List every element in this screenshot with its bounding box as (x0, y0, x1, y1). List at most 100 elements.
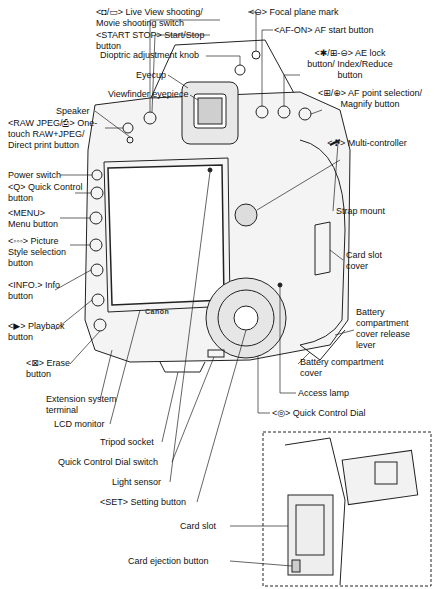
part-label: <SET> Setting button (100, 497, 200, 508)
leader-line (110, 310, 140, 424)
leader-line (284, 75, 300, 106)
af-point-button (299, 108, 311, 120)
part-label: <MENU> Menu button (8, 208, 68, 230)
grip-edge (285, 438, 345, 585)
af-on-button (256, 106, 268, 118)
leader-line (190, 95, 198, 100)
playback-button (92, 294, 104, 306)
leader-line (257, 160, 340, 210)
part-label: <AF-ON> AF start button (274, 25, 404, 36)
leader-line (95, 111, 130, 137)
card-slot-opening (288, 495, 333, 575)
dial-switch (208, 350, 224, 357)
leader-line (280, 287, 296, 393)
part-label: <START STOP> Start/Stop button (96, 30, 216, 52)
part-label: <⊖> Focal plane mark (249, 7, 369, 18)
part-label: <INFO.> Info button (8, 280, 63, 302)
leader-line (162, 372, 178, 442)
part-label: Speaker (56, 106, 101, 117)
leader-line (230, 561, 292, 566)
leader-line (70, 331, 100, 364)
part-label: Access lamp (298, 388, 368, 399)
card-slot-cover (315, 222, 330, 275)
part-label: Power switch (8, 170, 68, 181)
leader-line (230, 526, 288, 527)
part-label: <◎> Quick Control Dial (272, 408, 402, 419)
quick-control-dial (206, 278, 286, 358)
part-label: <◘/▭> Live View shooting/ Movie shooting… (96, 7, 226, 29)
leader-line (105, 128, 123, 129)
power-switch (92, 170, 102, 180)
leader-line (170, 172, 210, 482)
leader-line (75, 193, 91, 194)
eyecup (182, 82, 238, 144)
part-label: Battery compartment cover release lever (356, 307, 431, 351)
lcd-frame (104, 158, 230, 312)
light-sensor (208, 168, 212, 172)
menu-button (90, 212, 102, 224)
part-label: Extension system terminal (46, 394, 121, 416)
part-label: <✣> Multi-controller (327, 138, 407, 149)
dioptric-knob (235, 65, 245, 75)
leader-lines (55, 12, 354, 566)
erase-button (94, 319, 106, 331)
part-label: Battery compartment cover (300, 357, 400, 379)
part-label: LCD monitor (54, 419, 124, 430)
part-label: Quick Control Dial switch (58, 457, 178, 468)
part-label: Light sensor (112, 477, 177, 488)
tripod-area (160, 362, 205, 372)
leader-line (55, 270, 91, 290)
camera-body (85, 40, 350, 372)
inset-frame (263, 432, 431, 586)
part-label: <▶> Playback button (8, 321, 68, 343)
leader-line (262, 30, 273, 106)
part-label: <Q> Quick Control button (8, 182, 88, 204)
brand-logo: Canon (145, 306, 185, 317)
cover-icon (375, 462, 397, 484)
ae-lock-button (278, 106, 290, 118)
raw-jpeg-button (123, 123, 133, 133)
viewfinder-glass (198, 98, 222, 124)
live-view-switch (144, 112, 156, 124)
part-label: Viewfinder eyepiece (108, 89, 198, 100)
part-label: <⊠> Erase button (26, 358, 81, 380)
part-label: <✱/⊞-⊖> AE lock button/ Index/Reduce but… (300, 48, 400, 81)
leader-line (330, 250, 343, 260)
part-label: Strap mount (336, 206, 406, 217)
part-label: Card slot cover (346, 250, 396, 272)
part-label: <◦◦◦> Picture Style selection button (8, 236, 80, 269)
part-label: Card slot (180, 521, 230, 532)
leader-line (258, 356, 270, 413)
card-slot-interior (296, 505, 324, 555)
leader-line (60, 218, 90, 219)
lcd-screen (108, 165, 224, 305)
info-button (91, 264, 103, 276)
card-slot-inset (263, 432, 431, 586)
leader-line (168, 75, 188, 88)
access-lamp (278, 283, 282, 287)
leader-line (206, 56, 240, 65)
speaker (127, 137, 133, 143)
part-label: Dioptric adjustment knob (100, 50, 210, 61)
part-label: <⊞/⊕> AF point selection/ Magnify button (310, 88, 430, 110)
part-label: <RAW JPEG/⎙> One-touch RAW+JPEG/ Direct … (8, 118, 108, 151)
leader-line (335, 330, 354, 335)
leader-line (248, 12, 256, 51)
leader-line (197, 330, 246, 502)
picture-style-button (90, 239, 102, 251)
leader-line (172, 357, 214, 462)
leader-line (333, 143, 338, 211)
viewfinder (194, 94, 226, 128)
part-label: Tripod socket (100, 437, 170, 448)
set-button (234, 306, 258, 330)
focal-plane-mark (252, 51, 260, 59)
open-cover (342, 450, 418, 504)
multi-controller (235, 204, 257, 226)
leader-line (70, 245, 90, 246)
leader-line (100, 350, 112, 400)
leader-line (60, 175, 92, 176)
dial-ring (218, 290, 274, 346)
leader-line (311, 110, 322, 114)
ejection-button (292, 560, 300, 572)
